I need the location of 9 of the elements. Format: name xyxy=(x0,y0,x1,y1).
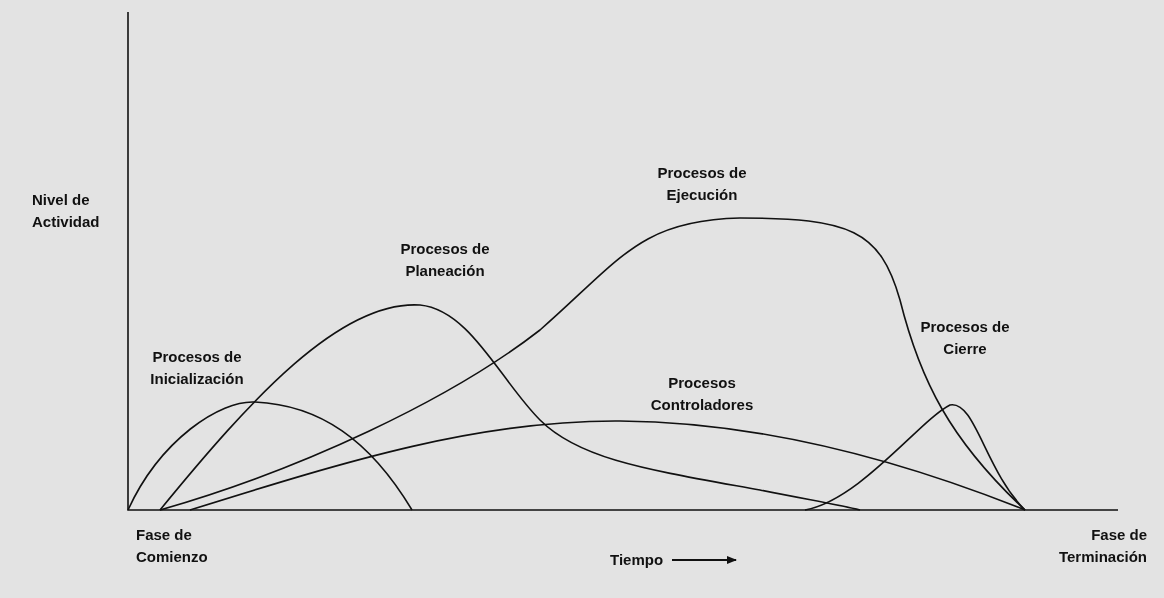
axis-label: Fase de Comienzo xyxy=(136,525,209,567)
curve-label: Procesos de Inicialización xyxy=(149,347,245,389)
curve-label: Procesos de Cierre xyxy=(919,317,1011,359)
axis-label: Tiempo xyxy=(610,550,664,570)
curve-label: Procesos Controladores xyxy=(649,373,755,415)
axis-label: Fase de Terminación xyxy=(1057,525,1147,567)
axis-label: Nivel de Actividad xyxy=(32,190,101,232)
curve-label: Procesos de Planeación xyxy=(399,239,491,281)
curve-label: Procesos de Ejecución xyxy=(656,163,748,205)
